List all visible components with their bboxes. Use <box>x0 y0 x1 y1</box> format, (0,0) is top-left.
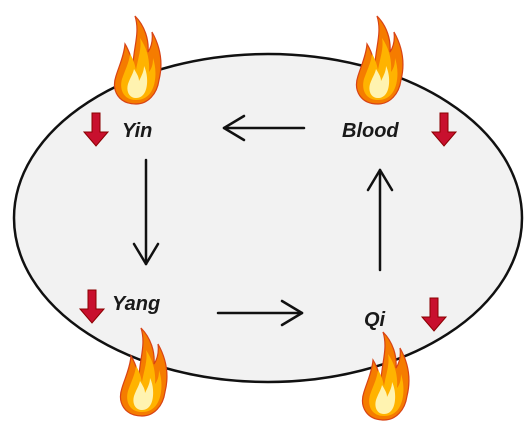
arrow-blood-to-yin <box>222 114 306 142</box>
fire-icon <box>113 15 162 105</box>
node-label-blood: Blood <box>342 120 399 142</box>
arrow-yang-to-qi <box>216 299 304 327</box>
node-label-qi: Qi <box>364 309 386 331</box>
arrow-qi-to-blood <box>366 168 394 272</box>
node-label-yin: Yin <box>122 120 152 142</box>
node-label-yang: Yang <box>112 293 160 315</box>
arrow-yin-to-yang <box>132 158 160 266</box>
cycle-ellipse <box>12 52 524 384</box>
fire-icon <box>355 15 404 105</box>
